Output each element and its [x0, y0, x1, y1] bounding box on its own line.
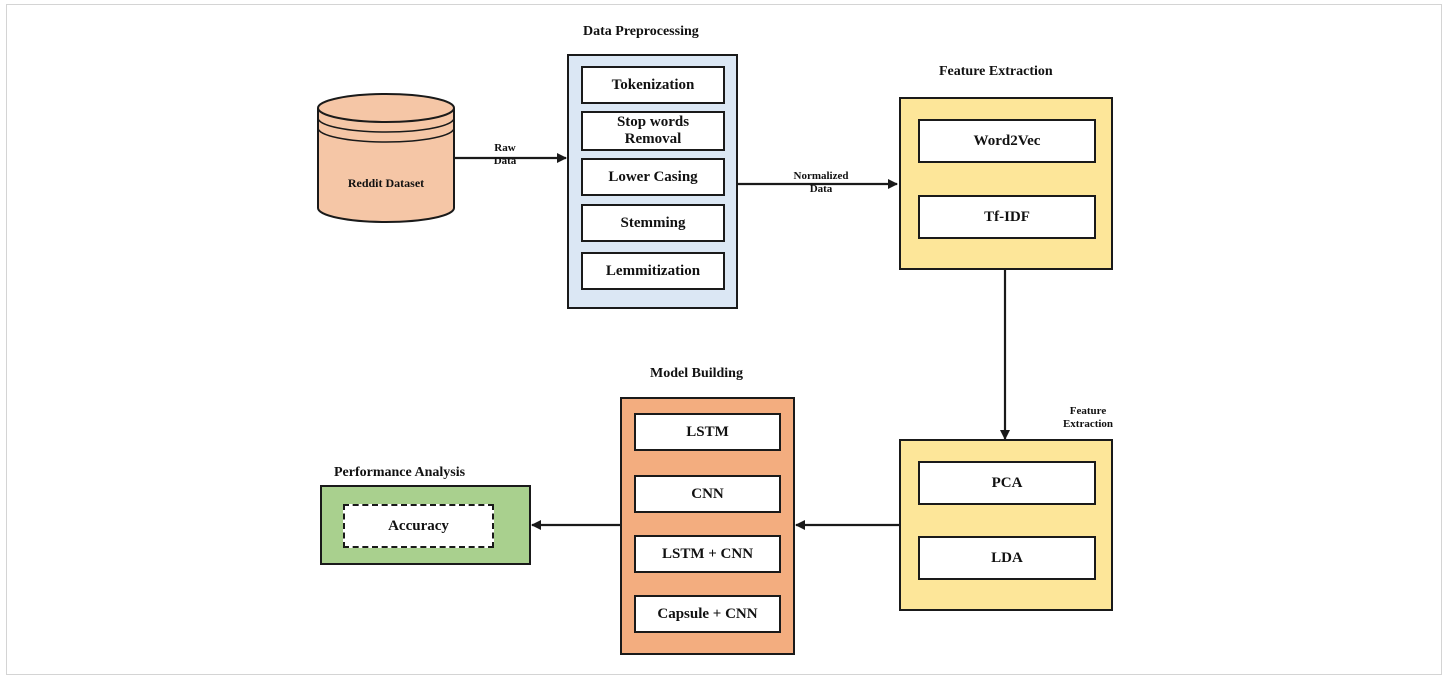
metric-accuracy: Accuracy [343, 504, 494, 548]
edge-label-raw-data: Raw Data [493, 142, 517, 167]
performance-title: Performance Analysis [334, 465, 466, 480]
model-lstm: LSTM [634, 413, 781, 451]
database-icon [317, 93, 455, 223]
step-stemming: Stemming [581, 204, 725, 242]
method-pca: PCA [918, 461, 1096, 505]
step-lemmitization: Lemmitization [581, 252, 725, 290]
step-tokenization: Tokenization [581, 66, 725, 104]
preprocessing-title: Data Preprocessing [583, 24, 699, 39]
dimensionality-group: PCA LDA [899, 439, 1113, 611]
method-word2vec: Word2Vec [918, 119, 1096, 163]
feature-extraction-title: Feature Extraction [939, 64, 1053, 79]
edge-label-normalized-data: Normalized Data [793, 170, 849, 195]
method-lda: LDA [918, 536, 1096, 580]
figure-frame [6, 4, 1442, 675]
model-building-group: LSTM CNN LSTM + CNN Capsule + CNN [620, 397, 795, 655]
step-stop-words-removal: Stop words Removal [581, 111, 725, 151]
model-lstm-cnn: LSTM + CNN [634, 535, 781, 573]
edge-label-feature-extraction: Feature Extraction [1062, 405, 1114, 430]
model-building-title: Model Building [650, 366, 743, 381]
performance-group: Accuracy [320, 485, 531, 565]
preprocessing-group: Tokenization Stop words Removal Lower Ca… [567, 54, 738, 309]
dataset-label: Reddit Dataset [347, 176, 425, 190]
step-lower-casing: Lower Casing [581, 158, 725, 196]
feature-extraction-group: Word2Vec Tf-IDF [899, 97, 1113, 270]
method-tf-idf: Tf-IDF [918, 195, 1096, 239]
model-capsule-cnn: Capsule + CNN [634, 595, 781, 633]
model-cnn: CNN [634, 475, 781, 513]
